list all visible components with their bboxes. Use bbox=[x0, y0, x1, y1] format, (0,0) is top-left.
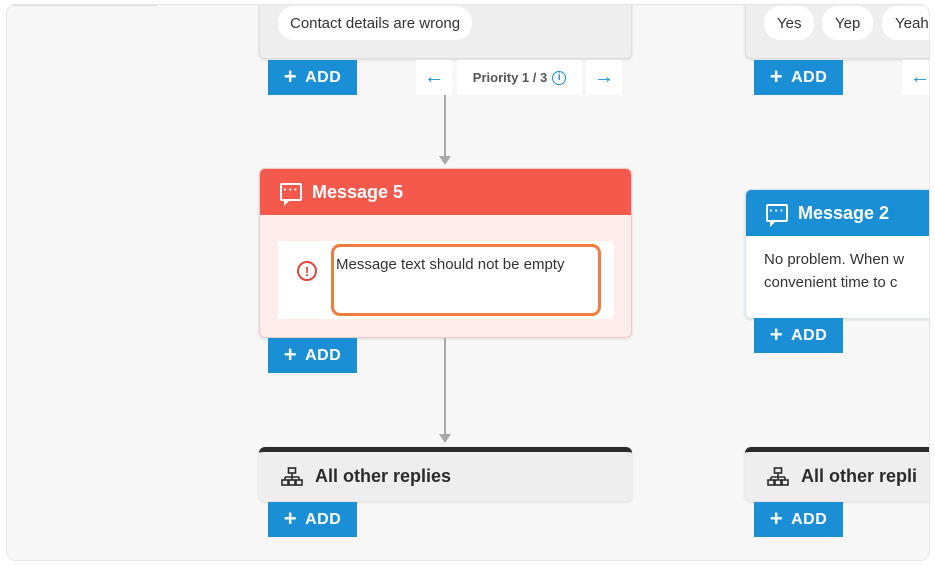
sitemap-icon bbox=[281, 466, 303, 486]
message-5-node[interactable]: Message 5 ! Message text should not be e… bbox=[259, 168, 632, 338]
arrow-left-icon: ← bbox=[424, 66, 444, 88]
flow-canvas[interactable]: Contact details are wrong + ADD ← Priori… bbox=[6, 4, 930, 561]
add-label: ADD bbox=[305, 346, 342, 364]
plus-icon: + bbox=[283, 341, 298, 367]
alert-circle-icon: ! bbox=[297, 261, 317, 281]
priority-indicator: Priority 1 / 3 i bbox=[457, 60, 582, 95]
reply-chip-yeah[interactable]: Yeah bbox=[882, 6, 929, 40]
reply-node-title: All other repli bbox=[801, 466, 918, 486]
priority-prev-button[interactable]: ← bbox=[416, 60, 452, 95]
connector-arrow bbox=[439, 434, 451, 443]
arrow-right-icon: → bbox=[594, 66, 614, 88]
message-2-node[interactable]: Message 2 No problem. When w convenient … bbox=[745, 189, 929, 319]
add-label: ADD bbox=[305, 510, 342, 528]
info-icon[interactable]: i bbox=[552, 70, 567, 85]
left-top-node[interactable]: Contact details are wrong bbox=[259, 5, 632, 59]
reply-chip-yep[interactable]: Yep bbox=[822, 6, 874, 40]
left-top-add-button[interactable]: + ADD bbox=[268, 60, 357, 95]
top-divider bbox=[7, 5, 157, 6]
plus-icon: + bbox=[769, 321, 784, 347]
message-2-header[interactable]: Message 2 bbox=[746, 190, 929, 236]
add-label: ADD bbox=[791, 68, 828, 86]
reply-chip-yes[interactable]: Yes bbox=[764, 6, 815, 40]
right-top-add-button[interactable]: + ADD bbox=[754, 60, 843, 95]
right-priority-prev-button[interactable]: ← bbox=[902, 60, 930, 95]
message-5-body[interactable]: ! Message text should not be empty bbox=[278, 241, 614, 319]
reply-chip-contact-details[interactable]: Contact details are wrong bbox=[278, 6, 473, 40]
message-5-title: Message 5 bbox=[312, 181, 404, 202]
plus-icon: + bbox=[769, 505, 784, 531]
plus-icon: + bbox=[283, 505, 298, 531]
chip-label: Yes bbox=[777, 14, 802, 32]
sitemap-icon bbox=[767, 466, 789, 486]
chip-label: Yep bbox=[835, 14, 861, 32]
all-other-replies-node[interactable]: All other replies bbox=[259, 447, 632, 501]
arrow-left-icon: ← bbox=[910, 66, 930, 88]
connector-line bbox=[444, 95, 446, 157]
message-2-line-1: No problem. When w bbox=[764, 251, 905, 268]
message-2-text: No problem. When w convenient time to c bbox=[746, 236, 929, 294]
priority-label: Priority 1 / 3 bbox=[472, 70, 548, 85]
error-highlight bbox=[331, 244, 601, 316]
connector-line bbox=[444, 338, 446, 435]
chip-label: Contact details are wrong bbox=[290, 14, 461, 32]
message-2-line-2: convenient time to c bbox=[764, 274, 898, 291]
priority-next-button[interactable]: → bbox=[586, 60, 622, 95]
chat-bubble-icon bbox=[766, 204, 788, 227]
error-message: Message text should not be empty bbox=[336, 256, 565, 273]
chat-bubble-icon bbox=[280, 183, 302, 206]
message-5-add-button[interactable]: + ADD bbox=[268, 338, 357, 373]
plus-icon: + bbox=[283, 63, 298, 89]
right-all-other-replies-node[interactable]: All other repli bbox=[745, 447, 929, 501]
plus-icon: + bbox=[769, 63, 784, 89]
chip-label: Yeah bbox=[895, 14, 929, 32]
right-top-node[interactable]: Yes Yep Yeah bbox=[745, 5, 929, 59]
replies-add-button[interactable]: + ADD bbox=[268, 502, 357, 537]
message-5-header[interactable]: Message 5 bbox=[260, 169, 631, 215]
right-replies-add-button[interactable]: + ADD bbox=[754, 502, 843, 537]
connector-arrow bbox=[439, 156, 451, 165]
reply-node-title: All other replies bbox=[315, 466, 452, 486]
message-2-title: Message 2 bbox=[798, 202, 890, 223]
message-2-add-button[interactable]: + ADD bbox=[754, 318, 843, 353]
add-label: ADD bbox=[791, 510, 828, 528]
add-label: ADD bbox=[305, 68, 342, 86]
add-label: ADD bbox=[791, 326, 828, 344]
